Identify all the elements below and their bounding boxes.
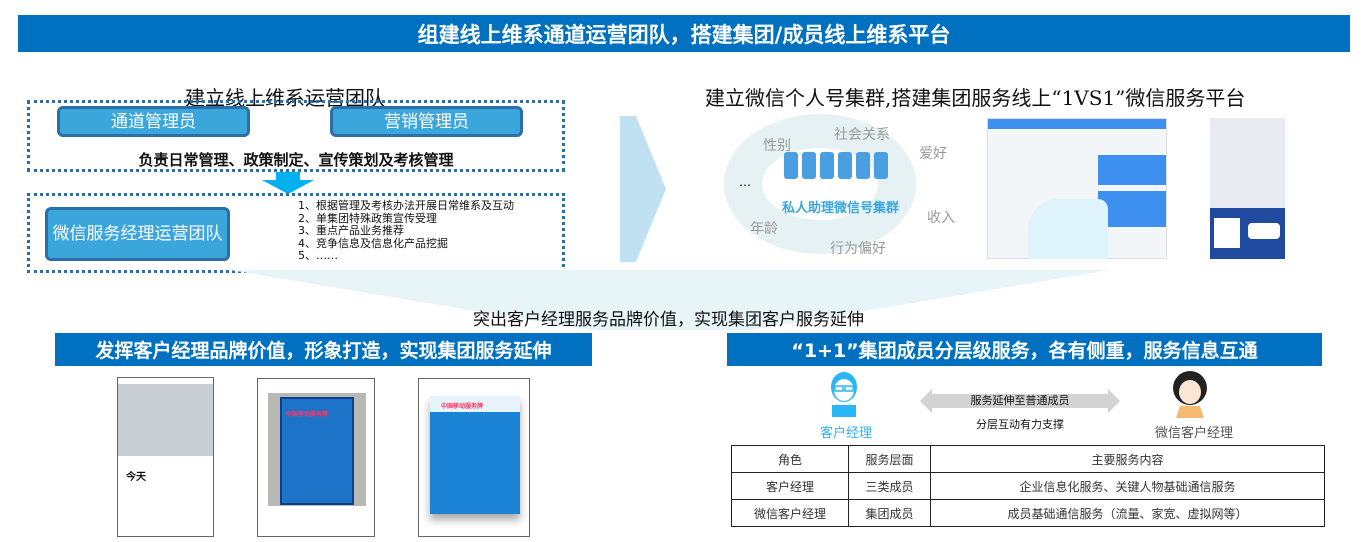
poster-title: 中国移动服务牌 (441, 403, 484, 410)
table-row: 客户经理三类成员企业信息化服务、关键人物基础通信服务 (731, 472, 1325, 500)
wechat-team: 微信服务经理运营团队 (45, 207, 230, 261)
keyword: 社会关系 (834, 127, 890, 143)
role-marketing-manager: 营销管理员 (330, 106, 523, 137)
task-item: 1、根据管理及考核办法开展日常维系及互动 (298, 199, 514, 212)
table-cell: 微信客户经理 (731, 499, 849, 527)
dashboard-screenshot (987, 118, 1167, 259)
header-banner: 组建线上维系通道运营团队，搭建集团/成员线上维系平台 (18, 15, 1350, 52)
table-cell: 客户经理 (731, 472, 849, 500)
keyword: … (739, 175, 751, 189)
left-banner-title: 发挥客户经理品牌价值，形象打造，实现集团服务延伸 (95, 340, 552, 362)
right-banner-title: “1+1”集团成员分层级服务，各有侧重，服务信息互通 (791, 340, 1258, 362)
section-title-platform: 建立微信个人号集群,搭建集团服务线上“1VS1”微信服务平台 (705, 86, 1246, 110)
wechat-manager-avatar-icon (1173, 371, 1207, 418)
service-table: 角色服务层面主要服务内容 客户经理三类成员企业信息化服务、关键人物基础通信服务 … (731, 445, 1325, 527)
task-item: 2、单集团特殊政策宣传受理 (298, 211, 437, 225)
task-list: 1、根据管理及考核办法开展日常维系及互动 2、单集团特殊政策宣传受理 3、重点产… (298, 199, 514, 263)
fan-shape (230, 270, 1110, 330)
table-header: 角色 (731, 445, 849, 473)
duty-text: 负责日常管理、政策制定、宣传策划及考核管理 (138, 151, 454, 169)
poster-title: 中国移动服务牌 (286, 411, 329, 418)
role-channel-manager: 通道管理员 (57, 106, 250, 137)
caption: 突出客户经理服务品牌价值，实现集团客户服务延伸 (473, 310, 864, 330)
table-cell: 三类成员 (848, 472, 931, 500)
table-cell: 企业信息化服务、关键人物基础通信服务 (930, 472, 1325, 500)
managers-box (27, 100, 565, 172)
table-header-row: 角色服务层面主要服务内容 (731, 445, 1325, 473)
task-item: 5、…… (298, 249, 338, 262)
task-item: 3、重点产品业务推荐 (298, 224, 404, 237)
table-row: 微信客户经理集团成员成员基础通信服务（流量、家宽、虚拟网等） (731, 499, 1325, 527)
account-manager-avatar-icon (831, 372, 857, 417)
down-arrow-icon (262, 172, 314, 194)
table-cell: 集团成员 (848, 499, 931, 527)
keyword: 年龄 (750, 221, 778, 237)
service-sign-photo: 中国移动服务牌 (257, 378, 375, 537)
keyword: 爱好 (919, 146, 947, 162)
poster-screenshot (1210, 118, 1285, 259)
table-cell: 成员基础通信服务（流量、家宽、虚拟网等） (930, 499, 1325, 527)
support-text: 分层互动有力支撑 (976, 418, 1064, 431)
cluster-label: 私人助理微信号集群 (782, 201, 900, 216)
keyword: 行为偏好 (830, 241, 886, 257)
right-role: 微信客户经理 (1155, 426, 1234, 441)
wechat-moments-image: 今天 (117, 377, 214, 537)
table-header: 主要服务内容 (930, 445, 1325, 473)
double-arrow-icon (920, 389, 1120, 413)
arrow-text: 服务延伸至普通成员 (970, 394, 1070, 407)
keyword: 收入 (927, 210, 955, 226)
service-card-photo: 中国移动服务牌 (418, 378, 530, 537)
left-role: 客户经理 (820, 426, 873, 441)
right-banner: “1+1”集团成员分层级服务，各有侧重，服务信息互通 (727, 333, 1322, 366)
right-arrow-icon (620, 116, 666, 262)
cluster-ellipse (724, 114, 916, 254)
table-header: 服务层面 (848, 445, 931, 473)
header-title: 组建线上维系通道运营团队，搭建集团/成员线上维系平台 (417, 22, 951, 47)
left-banner: 发挥客户经理品牌价值，形象打造，实现集团服务延伸 (55, 333, 592, 366)
task-item: 4、竞争信息及信息化产品挖掘 (298, 236, 448, 250)
keyword: 性别 (763, 138, 791, 154)
